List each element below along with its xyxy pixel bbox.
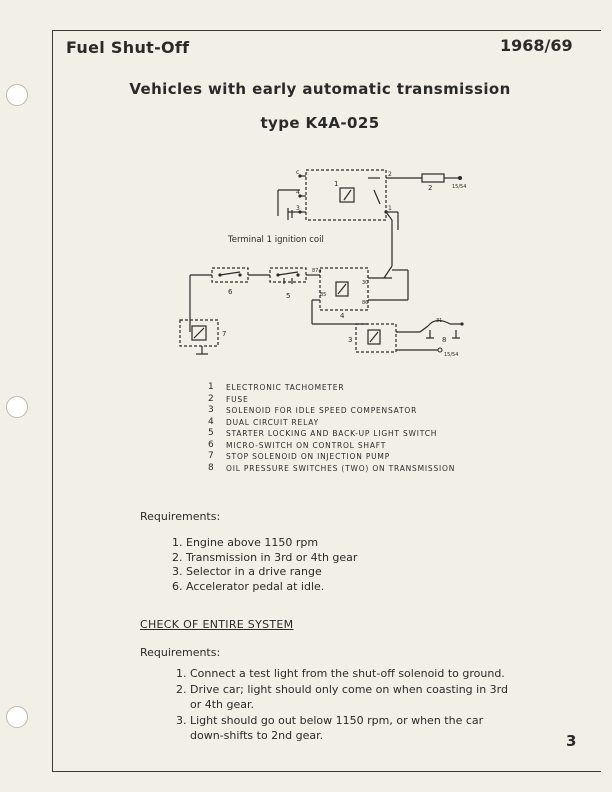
check-requirements-label: Requirements: <box>140 646 221 659</box>
check-item: 1.Connect a test light from the shut-off… <box>176 667 505 680</box>
requirement-item: 1. Engine above 1150 rpm <box>172 536 319 549</box>
label-4: 4 <box>296 189 300 196</box>
check-list: 1.Connect a test light from the shut-off… <box>176 666 516 744</box>
page-number: 3 <box>566 732 577 750</box>
page-frame <box>52 30 601 772</box>
legend-item: 3Solenoid for idle speed compensator <box>208 405 418 415</box>
binder-hole-bottom <box>6 706 28 728</box>
page-title-line-2: type K4A-025 <box>260 114 380 132</box>
diagram-legend: 1Electronic tachometer 2Fuse 3Solenoid f… <box>208 382 455 474</box>
fuse-symbol <box>421 173 445 183</box>
check-item: 3.Light should go out below 1150 rpm, or… <box>176 713 484 743</box>
check-item: 2.Drive car; light should only come on w… <box>176 682 508 712</box>
idle-solenoid-box <box>355 323 397 353</box>
terminal-label: Terminal 1 ignition coil <box>227 235 324 245</box>
label-87a: 87a <box>312 268 321 274</box>
label-2: 2 <box>388 171 392 178</box>
legend-item: 8Oil pressure switches (two) on transmis… <box>208 462 456 473</box>
wiring-diagram: c 2 4 3 1 1 2 15/54 Terminal 1 ignition … <box>179 169 466 358</box>
legend-item: 5Starter locking and back-up light switc… <box>208 428 438 438</box>
legend-item: 2Fuse <box>208 393 249 404</box>
legend-item: 4Dual circuit relay <box>208 416 319 427</box>
label-3: 3 <box>296 205 300 212</box>
solenoid-terminal-dot <box>437 347 443 353</box>
label-6: 6 <box>228 288 233 296</box>
requirement-item: 6. Accelerator pedal at idle. <box>172 579 325 593</box>
label-85: 85 <box>320 292 326 298</box>
requirement-item: 3. Selector in a drive range <box>172 565 322 578</box>
label-5: 5 <box>286 292 290 300</box>
binder-hole-middle <box>6 396 28 418</box>
label-solenoid-terminal: 15/54 <box>444 352 458 358</box>
label-30: 30 <box>362 280 368 286</box>
label-8: 8 <box>442 336 446 344</box>
tachometer-box <box>305 169 387 221</box>
label-1-out: 1 <box>388 205 392 212</box>
label-86: 86 <box>362 300 368 306</box>
header-year: 1968/69 <box>500 36 573 55</box>
label-1-tach: 1 <box>334 180 338 188</box>
label-4-relay: 4 <box>340 312 345 320</box>
label-31: 31 <box>436 318 442 324</box>
label-c: c <box>296 169 299 176</box>
tachometer-coil <box>339 187 355 203</box>
requirements-label: Requirements: <box>140 510 221 523</box>
fuse-terminal-dot <box>458 176 462 180</box>
label-3-solenoid: 3 <box>348 336 352 344</box>
header-title: Fuel Shut-Off <box>66 38 190 57</box>
label-fuse-number: 2 <box>428 184 432 192</box>
requirement-item: 2. Transmission in 3rd or 4th gear <box>172 550 358 564</box>
check-section-heading: CHECK OF ENTIRE SYSTEM <box>140 618 294 631</box>
legend-item: 1Electronic tachometer <box>208 382 345 392</box>
legend-item: 7Stop solenoid on injection pump <box>208 451 391 461</box>
legend-item: 6Micro-switch on control shaft <box>208 439 387 450</box>
starter-switch-box <box>269 267 307 283</box>
requirements-list: 1. Engine above 1150 rpm 2. Transmission… <box>172 536 357 594</box>
micro-switch-box <box>211 267 249 283</box>
label-fuse-terminal: 15/54 <box>452 184 466 190</box>
page-title-line-1: Vehicles with early automatic transmissi… <box>129 80 511 98</box>
binder-hole-top <box>6 84 28 106</box>
stop-solenoid-box <box>179 319 219 347</box>
relay-box <box>319 267 369 311</box>
label-7: 7 <box>222 330 226 338</box>
